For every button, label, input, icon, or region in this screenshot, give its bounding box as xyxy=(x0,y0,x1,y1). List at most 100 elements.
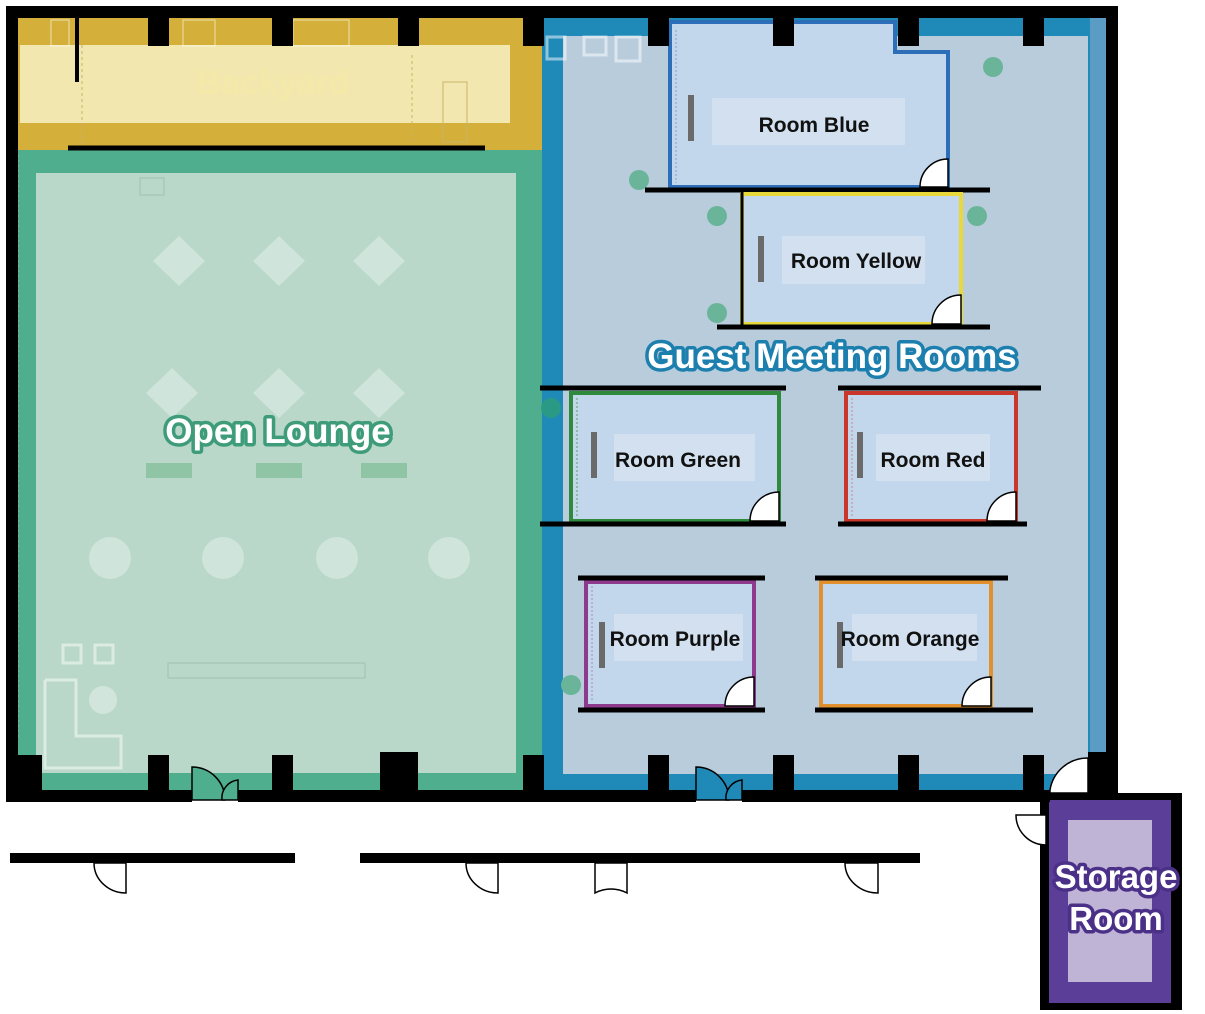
plant-icon xyxy=(967,206,987,226)
column xyxy=(148,6,169,46)
plant-icon xyxy=(629,170,649,190)
storage-room-label-line1: Storage xyxy=(1055,858,1178,895)
round-table xyxy=(89,537,131,579)
column xyxy=(773,755,794,795)
column xyxy=(1023,6,1044,46)
room-yellow-screen xyxy=(758,236,764,282)
room-green[interactable]: Room Green xyxy=(569,391,781,523)
room-orange[interactable]: Room Orange xyxy=(819,580,993,708)
plant-icon xyxy=(707,303,727,323)
lounge-round-tables xyxy=(89,537,470,579)
column xyxy=(272,755,293,795)
plant-icon xyxy=(541,398,561,418)
south-doors xyxy=(191,757,1089,801)
guest-meeting-rooms-label: Guest Meeting Rooms xyxy=(647,337,1016,376)
column xyxy=(148,755,169,795)
diamond-table xyxy=(146,368,198,418)
storage-room-label-line2: Room xyxy=(1069,900,1163,937)
room-red[interactable]: Room Red xyxy=(844,391,1018,523)
seat xyxy=(61,643,83,665)
fixture xyxy=(545,35,567,61)
open-lounge-label: Open Lounge xyxy=(165,412,391,451)
lounge-fixture xyxy=(139,177,165,196)
fixture xyxy=(614,35,642,63)
lounge-benches xyxy=(146,463,407,478)
column xyxy=(1023,755,1044,795)
column xyxy=(773,6,794,46)
room-orange-screen xyxy=(837,622,843,668)
room-green-label: Room Green xyxy=(615,449,741,472)
column xyxy=(523,6,544,46)
plant-icon xyxy=(561,675,581,695)
door-arc-icon[interactable] xyxy=(93,862,127,894)
lounge-sofa xyxy=(43,643,123,770)
column xyxy=(648,6,669,46)
south-wall-segment xyxy=(238,790,696,802)
room-yellow-label: Room Yellow xyxy=(791,250,922,273)
room-blue-label: Room Blue xyxy=(759,114,870,137)
corridor-wall xyxy=(360,853,920,863)
door-arc-icon[interactable] xyxy=(919,158,949,188)
door-arc-icon[interactable] xyxy=(986,491,1017,522)
lounge-counter xyxy=(167,662,366,679)
door-arc-icon[interactable] xyxy=(961,676,992,707)
column xyxy=(272,6,293,46)
guest-zone-east-strip xyxy=(1090,12,1110,752)
south-wall-segment xyxy=(742,790,1050,802)
room-purple-screen xyxy=(599,622,605,668)
room-yellow[interactable]: Room Yellow xyxy=(740,192,963,326)
room-red-screen xyxy=(857,432,863,478)
west-wall xyxy=(6,6,18,802)
diamond-table xyxy=(153,236,205,286)
backyard-label: Backyard xyxy=(196,64,349,102)
corridor-wall xyxy=(10,853,295,863)
door-arc-icon[interactable] xyxy=(221,779,239,801)
room-red-table xyxy=(876,434,990,481)
plant-icon xyxy=(707,206,727,226)
column xyxy=(898,755,919,795)
column xyxy=(898,6,919,46)
door-arc-icon[interactable] xyxy=(465,862,499,894)
door-arc-icon[interactable] xyxy=(594,862,628,895)
sofa-frame xyxy=(43,678,123,770)
column xyxy=(523,755,544,795)
door-arc-icon[interactable] xyxy=(1015,814,1047,846)
storage-room[interactable]: Storage Room xyxy=(1015,793,1182,1010)
bench xyxy=(146,463,192,478)
door-arc-icon[interactable] xyxy=(931,294,962,325)
backyard-fixture xyxy=(182,19,216,47)
door-arc-icon[interactable] xyxy=(1049,757,1089,794)
room-orange-label: Room Orange xyxy=(841,628,980,651)
backyard-bench xyxy=(442,81,468,143)
door-arc-icon[interactable] xyxy=(725,779,743,801)
room-orange-table xyxy=(852,614,977,661)
room-green-screen xyxy=(591,432,597,478)
round-table xyxy=(316,537,358,579)
room-blue-table xyxy=(712,98,905,145)
exterior-corridor xyxy=(10,853,920,895)
guest-zone-plants xyxy=(541,57,1003,695)
storage-inner xyxy=(1068,820,1152,982)
room-blue-screen xyxy=(688,95,694,141)
diamond-table xyxy=(253,236,305,286)
door-arc-icon[interactable] xyxy=(844,862,879,894)
guest-zone-fixtures xyxy=(545,35,642,63)
south-wall-segment xyxy=(6,790,192,802)
room-blue[interactable]: Room Blue xyxy=(668,20,950,189)
backyard-fixture xyxy=(50,19,70,47)
room-yellow-table xyxy=(782,236,925,284)
south-wall-segment xyxy=(1040,790,1052,800)
column xyxy=(18,755,42,795)
diamond-table xyxy=(353,236,405,286)
door-arc-icon[interactable] xyxy=(749,491,780,522)
diamond-table xyxy=(353,368,405,418)
round-table xyxy=(202,537,244,579)
lounge-diamond-tables xyxy=(146,236,405,418)
column xyxy=(398,6,419,46)
diamond-table xyxy=(253,368,305,418)
door-arc-icon[interactable] xyxy=(724,676,755,707)
room-purple-label: Room Purple xyxy=(610,628,741,651)
round-table xyxy=(428,537,470,579)
room-purple[interactable]: Room Purple xyxy=(584,580,756,708)
